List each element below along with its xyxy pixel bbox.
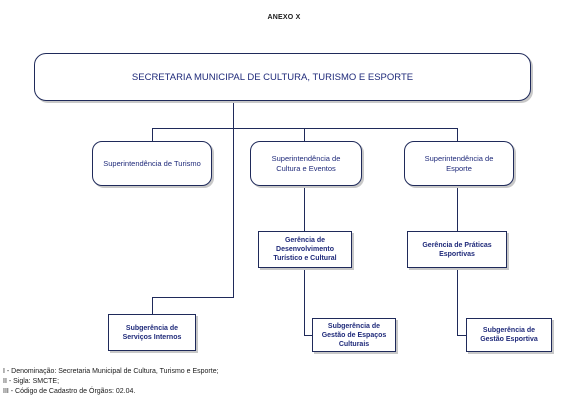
connector-esporte-to-gerencia: [457, 186, 458, 231]
org-subgerencia-servicos-internos: Subgerência de Serviços Internos: [108, 314, 196, 351]
org-superintendencia-cultura-eventos: Superintendência de Cultura e Eventos: [250, 141, 362, 186]
org-gerencia-desenvolvimento: Gerência de Desenvolvimento Turístico e …: [258, 231, 352, 268]
note-sigla: II - Sigla: SMCTE;: [3, 378, 60, 385]
org-superintendencia-turismo: Superintendência de Turismo: [92, 141, 212, 186]
connector-root-down: [233, 101, 234, 297]
connector-cultura-to-gerencia: [304, 186, 305, 231]
connector-to-turismo: [152, 128, 153, 141]
connector-subgestao-horizontal: [304, 335, 312, 336]
org-superintendencia-esporte: Superintendência de Esporte: [404, 141, 514, 186]
org-root-secretaria: SECRETARIA MUNICIPAL DE CULTURA, TURISMO…: [34, 53, 531, 101]
org-gerencia-praticas-esportivas: Gerência de Práticas Esportivas: [407, 231, 507, 268]
connector-to-esporte: [457, 128, 458, 141]
connector-subservicos-horizontal: [152, 297, 234, 298]
connector-horizontal-bus: [152, 128, 458, 129]
page-title: ANEXO X: [267, 14, 301, 21]
connector-gerencia-to-subgestao: [304, 268, 305, 335]
notes-block: I - Denominação: Secretaria Municipal de…: [3, 367, 219, 397]
connector-subesportiva-horizontal: [457, 335, 466, 336]
note-codigo: III - Código de Cadastro de Órgãos: 02.0…: [3, 388, 136, 395]
connector-gerencia-to-subesportiva: [457, 268, 458, 335]
note-denominacao: I - Denominação: Secretaria Municipal de…: [3, 368, 219, 375]
connector-to-subservicos: [152, 297, 153, 314]
org-subgerencia-gestao-esportiva: Subgerência de Gestão Esportiva: [466, 318, 552, 352]
org-subgerencia-espacos-culturais: Subgerência de Gestão de Espaços Cultura…: [312, 318, 396, 352]
connector-to-cultura: [304, 128, 305, 141]
